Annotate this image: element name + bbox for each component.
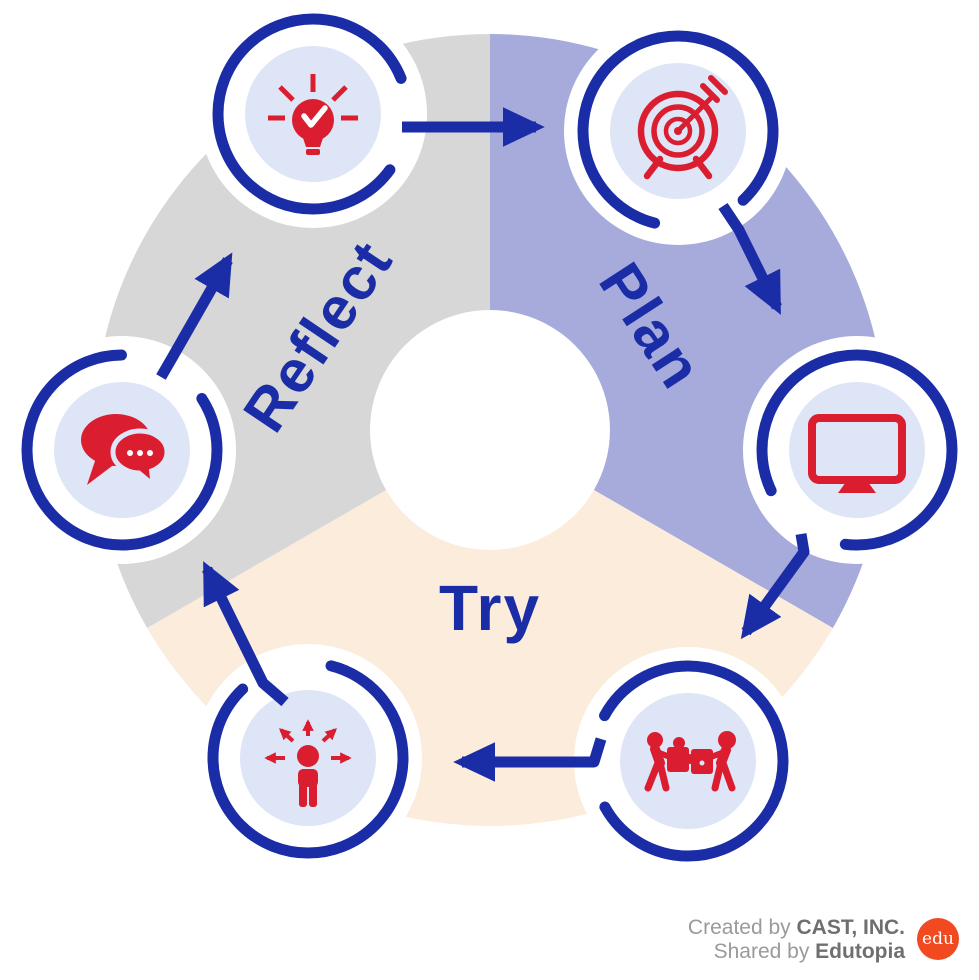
arrow-options-to-discuss: [202, 561, 289, 707]
edutopia-logo: edu: [917, 918, 959, 960]
flow-arrows: [156, 107, 810, 782]
node-goal: [564, 17, 792, 245]
node-technology: [743, 336, 971, 564]
edutopia-logo-text: edu: [922, 929, 954, 949]
node-goal-ring: [577, 30, 779, 232]
node-options: [194, 644, 422, 872]
person-directions-icon: [264, 719, 352, 807]
arrow-collaborate-to-options: [453, 737, 607, 782]
node-technology-ring: [756, 349, 958, 551]
node-idea: [199, 0, 427, 228]
node-discuss: [8, 336, 236, 564]
chat-bubbles-icon: [81, 414, 170, 485]
lightbulb-check-icon: [268, 74, 358, 155]
node-collaborate-ring: [587, 660, 789, 862]
credits: Created by CAST, INC. Shared by Edutopia: [688, 916, 905, 964]
node-discuss-ring: [21, 349, 223, 551]
computer-monitor-icon: [808, 414, 906, 493]
node-idea-ring: [212, 13, 414, 215]
arrow-goal-to-technology: [718, 202, 782, 315]
credits-created-by: CAST, INC.: [796, 916, 905, 939]
node-collaborate: [574, 647, 802, 875]
credits-line-shared: Shared by Edutopia: [688, 940, 905, 964]
credits-shared-prefix: Shared by: [713, 940, 816, 963]
arrow-technology-to-collaborate: [740, 533, 810, 640]
arrow-discuss-to-idea: [156, 252, 233, 380]
teamwork-puzzle-icon: [644, 731, 736, 792]
credits-shared-by: Edutopia: [815, 940, 905, 963]
credits-created-prefix: Created by: [687, 916, 797, 939]
target-arrow-icon: [637, 75, 728, 180]
credits-line-created: Created by CAST, INC.: [688, 916, 905, 940]
node-options-ring: [207, 657, 409, 859]
label-try: Try: [438, 572, 542, 644]
